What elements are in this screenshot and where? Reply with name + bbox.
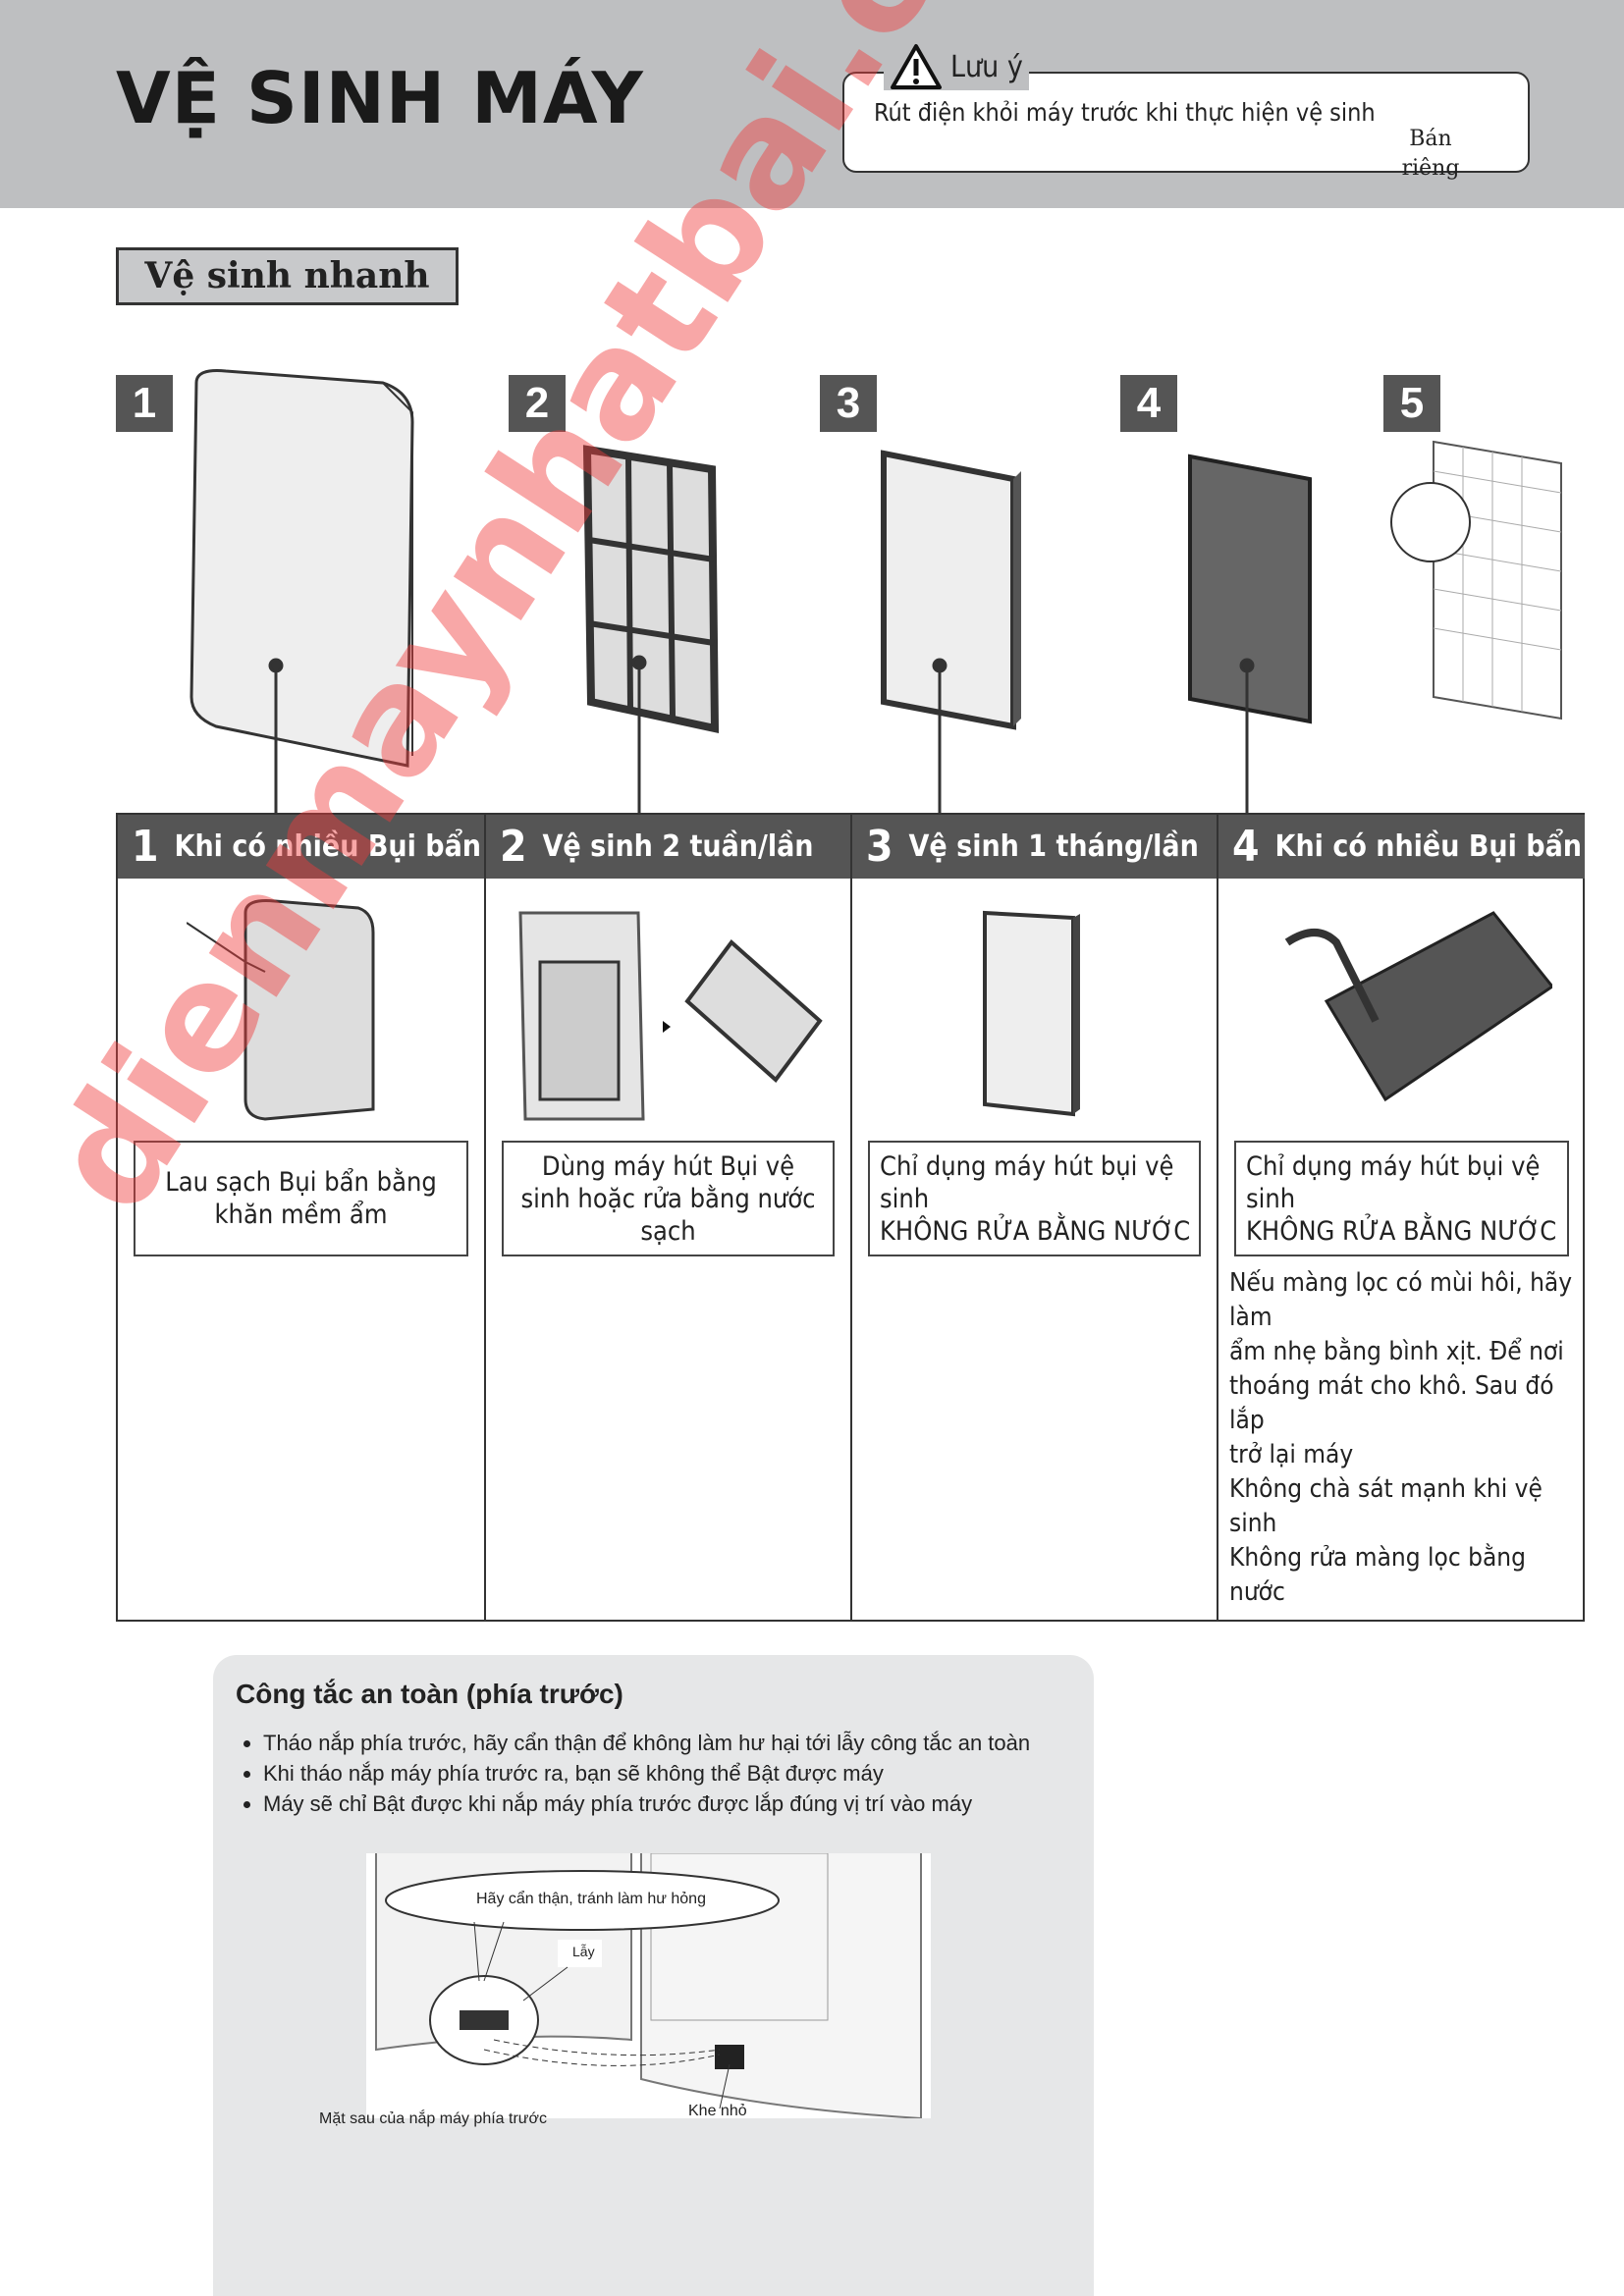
note-line: Không chà sát mạnh khi vệ sinh	[1229, 1474, 1543, 1538]
column-title: Vệ sinh 1 tháng/lần	[908, 829, 1199, 864]
part-number-4: 4	[1120, 375, 1177, 432]
callout-text: Hãy cẩn thận, tránh làm hư hỏng	[476, 1891, 706, 1907]
column-number: 3	[866, 822, 893, 872]
instruction-line: KHÔNG RỬA BẰNG NƯỚC	[880, 1215, 1191, 1247]
column-header: 1 Khi có nhiều Bụi bẩn	[118, 815, 484, 879]
rear-cover-label: Mặt sau của nắp máy phía trước	[319, 2110, 547, 2127]
note-line: ẩm nhẹ bằng bình xịt. Để nơi	[1229, 1337, 1564, 1366]
caution-text: Rút điện khỏi máy trước khi thực hiện vệ…	[874, 98, 1376, 127]
column-1: 1 Khi có nhiều Bụi bẩn Lau sạch Bụi bẩn b…	[118, 815, 486, 1620]
note-line: Nếu màng lọc có mùi hôi, hãy làm	[1229, 1268, 1573, 1332]
bullet-item: Máy sẽ chỉ Bật được khi nắp máy phía trư…	[263, 1789, 1030, 1819]
bullet-item: Tháo nắp phía trước, hãy cẩn thận để khô…	[263, 1728, 1030, 1758]
caution-label: Lưu ý	[950, 49, 1023, 84]
column-number: 1	[132, 822, 159, 872]
latch-label: Lẫy	[572, 1944, 595, 1959]
column-title: Khi có nhiều Bụi bẩn	[1274, 829, 1583, 864]
vacuum-deodorizing-filter-image	[1284, 911, 1552, 1102]
badge-line: riêng	[1401, 156, 1460, 181]
optional-filter-image	[1433, 440, 1562, 721]
instruction-line: sạch	[640, 1215, 696, 1247]
sold-separately-badge: Bán riêng	[1391, 125, 1470, 184]
safety-switch-drawing	[375, 1853, 922, 2118]
column-header: 2 Vệ sinh 2 tuần/lần	[486, 815, 850, 879]
column-3: 3 Vệ sinh 1 tháng/lần Chỉ dụng máy hút bụ…	[852, 815, 1218, 1620]
cleaning-table: 1 Khi có nhiều Bụi bẩn Lau sạch Bụi bẩn b…	[116, 813, 1585, 1622]
section-title: Vệ sinh nhanh	[116, 247, 459, 305]
part-number-5: 5	[1383, 375, 1440, 432]
column-number: 2	[500, 822, 527, 872]
vacuum-prefilter-image	[518, 911, 823, 1121]
instruction-line: Lau sạch Bụi bẩn bằng	[165, 1167, 437, 1198]
instruction-line: sinh hoặc rửa bằng nước	[520, 1183, 816, 1214]
note-line: thoáng mát cho khô. Sau đó lắp	[1229, 1371, 1554, 1435]
instruction-line: KHÔNG RỬA BẰNG NƯỚC	[1246, 1215, 1557, 1247]
wipe-panel-image	[187, 899, 375, 1121]
note-line: trở lại máy	[1229, 1440, 1354, 1469]
column-header: 4 Khi có nhiều Bụi bẩn	[1218, 815, 1585, 879]
instruction-line: Chỉ dụng máy hút bụi vệ sinh	[1246, 1150, 1541, 1214]
safety-switch-illustration: Hãy cẩn thận, tránh làm hư hỏng Lẫy Mặt …	[319, 1853, 931, 2127]
filter-note: Nếu màng lọc có mùi hôi, hãy làm ẩm nhẹ b…	[1229, 1266, 1583, 1610]
bullet-item: Khi tháo nắp máy phía trước ra, bạn sẽ k…	[263, 1758, 1030, 1789]
slot-label: Khe nhỏ	[688, 2103, 747, 2119]
column-title: Vệ sinh 2 tuần/lần	[542, 829, 814, 864]
safety-title: Công tắc an toàn (phía trước)	[236, 1679, 623, 1709]
prefilter-image	[582, 445, 720, 733]
safety-bullets: Tháo nắp phía trước, hãy cẩn thận để khô…	[263, 1728, 1030, 1819]
instruction-line: khăn mềm ẩm	[214, 1200, 388, 1230]
instruction-line: Chỉ dụng máy hút bụi vệ sinh	[880, 1150, 1174, 1214]
deodorizing-filter-image	[1188, 454, 1312, 724]
front-panel-image	[189, 369, 414, 768]
column-number: 4	[1232, 822, 1260, 872]
badge-line: Bán	[1409, 127, 1452, 151]
caution-legend: Lưu ý	[884, 43, 1029, 90]
part-number-2: 2	[509, 375, 566, 432]
column-title: Khi có nhiều Bụi bẩn	[174, 829, 482, 864]
part-number-1: 1	[116, 375, 173, 432]
instruction-line: Dùng máy hút Bụi vệ	[541, 1150, 795, 1182]
page-title: VỆ SINH MÁY	[116, 57, 644, 139]
column-header: 3 Vệ sinh 1 tháng/lần	[852, 815, 1217, 879]
warning-icon	[891, 44, 942, 89]
parts-illustration	[189, 369, 1562, 813]
column-4: 4 Khi có nhiều Bụi bẩn Chỉ dụng máy hút b…	[1218, 815, 1585, 1620]
hepa-filter-image	[881, 450, 1021, 730]
hepa-filter-small-image	[983, 910, 1080, 1117]
note-line: Không rửa màng lọc bằng nước	[1229, 1543, 1526, 1607]
part-number-3: 3	[820, 375, 877, 432]
